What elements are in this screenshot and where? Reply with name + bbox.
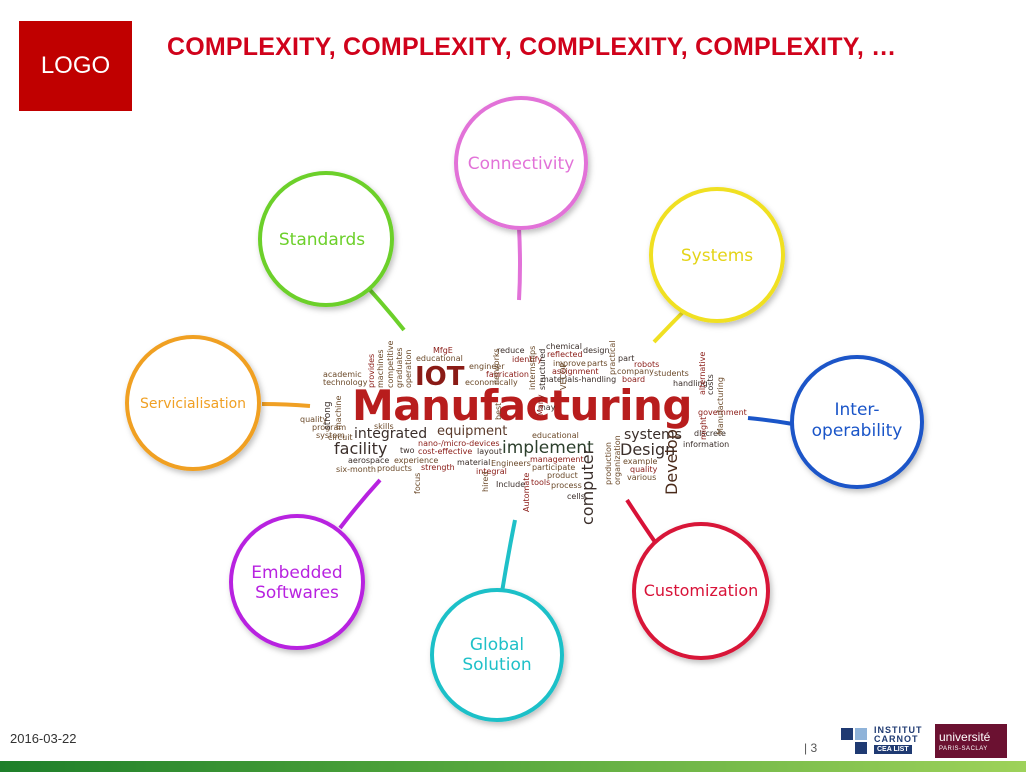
node-embedded-softwares: Embedded Softwares (229, 514, 365, 650)
carnot-line-1: INSTITUT (874, 725, 923, 735)
node-label-servicialisation: Servicialisation (140, 396, 246, 412)
connector-servicialisation (261, 402, 311, 408)
node-customization: Customization (632, 522, 770, 660)
node-label-global-solution-1: Global (470, 635, 524, 655)
node-label-embedded-softwares-2: Softwares (255, 583, 339, 603)
connector-embedded-softwares (338, 478, 382, 530)
node-label-systems: Systems (681, 246, 753, 266)
connector-connectivity (517, 227, 522, 301)
logo-label: LOGO (40, 52, 111, 79)
node-label-standards: Standards (279, 230, 365, 250)
page-title: COMPLEXITY, COMPLEXITY, COMPLEXITY, COMP… (167, 33, 897, 61)
carnot-logo: INSTITUT CARNOT CEA LIST (841, 724, 929, 757)
connector-customization (625, 498, 657, 544)
page-number: | 3 (804, 741, 818, 755)
node-label-embedded-softwares-1: Embedded (251, 563, 342, 583)
logo-box: LOGO (19, 21, 132, 111)
node-connectivity: Connectivity (454, 96, 588, 230)
carnot-mark-icon (841, 728, 867, 754)
university-line-1: université (939, 730, 991, 744)
node-servicialisation: Servicialisation (125, 335, 261, 471)
university-logo: université PARIS-SACLAY (935, 724, 1007, 758)
university-line-2: PARIS-SACLAY (939, 746, 988, 752)
node-interoperability: Inter- operability (790, 355, 924, 489)
footer-bar (0, 761, 1026, 772)
connector-interoperability (747, 416, 794, 426)
node-global-solution: Global Solution (430, 588, 564, 722)
footer-date: 2016-03-22 (10, 731, 77, 746)
node-label-connectivity: Connectivity (468, 154, 575, 174)
carnot-line-2: CARNOT (874, 734, 919, 744)
node-label-interoperability-1: Inter- (835, 400, 880, 420)
node-label-global-solution-2: Solution (462, 655, 531, 675)
node-systems: Systems (649, 187, 785, 323)
node-label-customization: Customization (644, 581, 759, 600)
node-label-interoperability-2: operability (812, 421, 903, 441)
connector-global-solution (500, 519, 517, 593)
carnot-line-3: CEA LIST (874, 745, 912, 754)
node-standards: Standards (258, 171, 394, 307)
connector-standards (368, 288, 406, 332)
